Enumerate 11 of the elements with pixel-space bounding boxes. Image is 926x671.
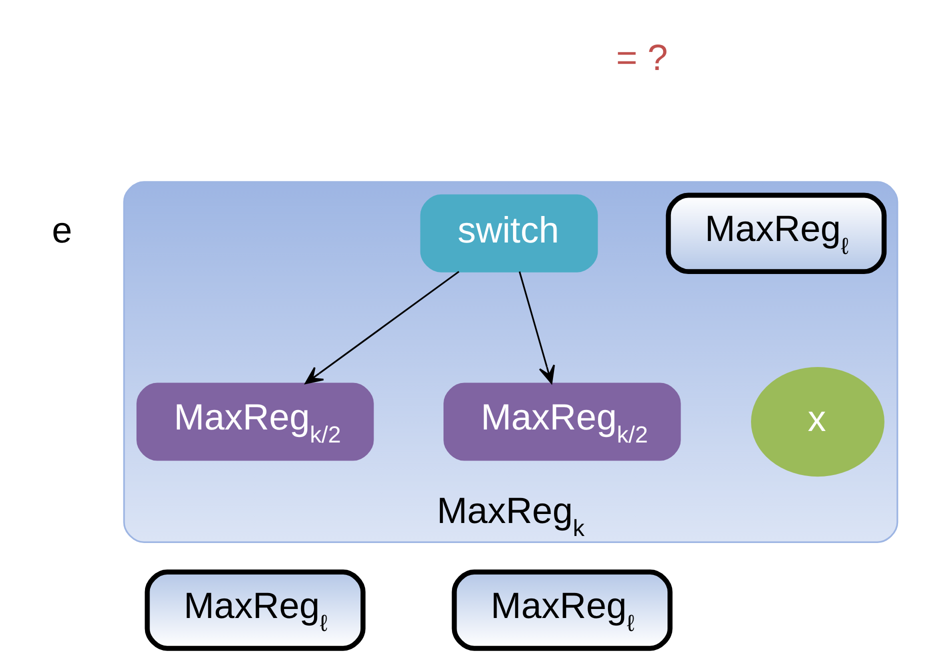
node-box: switch [420, 194, 598, 272]
node-box: MaxReg$_{ℓ}$ [452, 570, 673, 651]
node-box: MaxReg$_{ℓ}$ [144, 570, 366, 651]
node-box: MaxReg$_{k/2}$ [444, 382, 681, 461]
node-ellipse: x [751, 366, 884, 477]
arrow [518, 271, 555, 384]
label: = ? [616, 37, 668, 78]
label: e [52, 210, 72, 251]
node-box: MaxReg$_{ℓ}$ [666, 192, 887, 274]
node-box: MaxReg$_{k/2}$ [136, 382, 374, 461]
arrow [304, 270, 460, 384]
